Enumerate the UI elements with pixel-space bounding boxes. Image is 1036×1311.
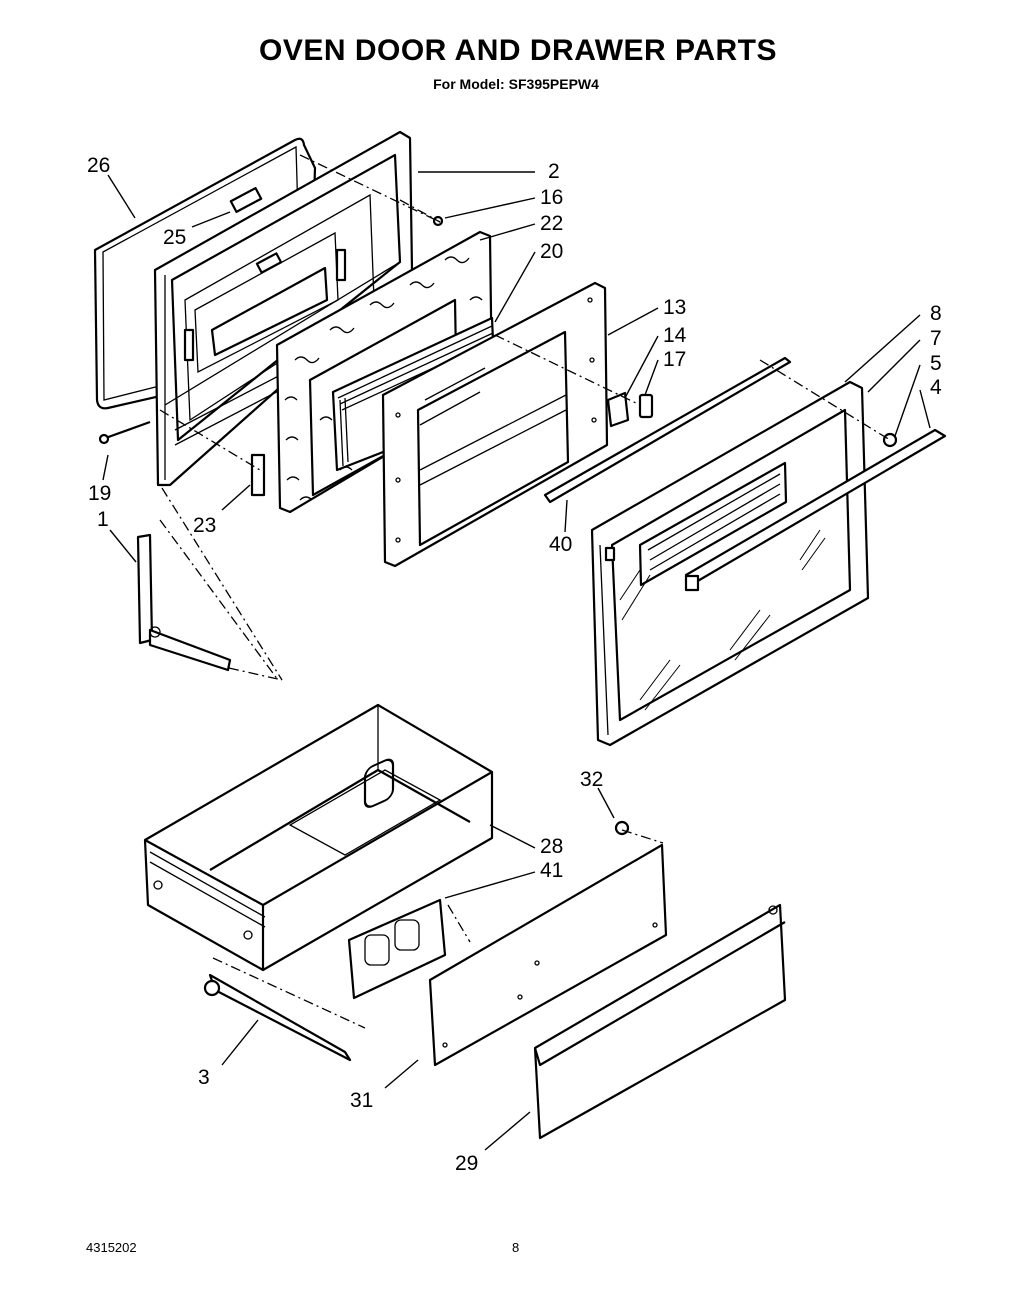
callout-17: 17	[663, 348, 686, 371]
callout-41: 41	[540, 859, 563, 882]
part-8-outer-door	[590, 380, 870, 747]
assembly-lines	[159, 154, 891, 1029]
part-40-trim-strip	[543, 356, 792, 504]
callout-4: 4	[930, 376, 942, 399]
model-number: SF395PEPW4	[508, 76, 599, 92]
part-2-inner-door	[153, 130, 414, 487]
part-1-hinge	[136, 533, 232, 672]
part-41-bracket	[347, 758, 447, 1000]
part-31-drawer-panel	[428, 843, 668, 1067]
callout-19: 19	[88, 482, 111, 505]
callout-2: 2	[548, 160, 560, 183]
part-4-door-handle	[684, 428, 947, 592]
callout-5: 5	[930, 352, 942, 375]
callout-13: 13	[663, 296, 686, 319]
callout-26: 26	[87, 154, 110, 177]
callout-labels: 26 25 2 16 22 20 13 14 17 8 7 5 4 19 23 …	[87, 154, 942, 1175]
part-5-nut	[882, 432, 898, 448]
model-subtitle: For Model:SF395PEPW4	[0, 76, 1036, 92]
part-23-bracket	[250, 453, 266, 497]
part-29-drawer-front	[533, 903, 787, 1140]
callout-14: 14	[663, 324, 687, 347]
part-28-drawer	[143, 703, 494, 972]
callout-25: 25	[163, 226, 186, 249]
part-3-drawer-slide	[203, 973, 352, 1062]
part-25-clip	[229, 187, 283, 274]
page-title: OVEN DOOR AND DRAWER PARTS	[258, 34, 778, 67]
callout-31: 31	[350, 1089, 373, 1112]
callout-23: 23	[193, 514, 216, 537]
callout-7: 7	[930, 327, 942, 350]
model-label: For Model:	[433, 76, 505, 92]
part-14-hinge-block	[606, 391, 630, 428]
leader-lines	[102, 171, 931, 1151]
callout-40: 40	[549, 533, 572, 556]
page-number: 8	[512, 1240, 520, 1255]
callout-28: 28	[540, 835, 563, 858]
callout-32: 32	[580, 768, 603, 791]
document-part-number: 4315202	[86, 1240, 137, 1255]
callout-16: 16	[540, 186, 563, 209]
part-32-glide	[614, 820, 630, 836]
part-17-spacer	[638, 393, 654, 419]
callout-29: 29	[455, 1152, 478, 1175]
callout-1: 1	[97, 508, 109, 531]
part-13-door-frame	[381, 281, 609, 568]
callout-8: 8	[930, 302, 942, 325]
part-19-screw	[98, 420, 151, 445]
callout-22: 22	[540, 212, 563, 235]
callout-3: 3	[198, 1066, 210, 1089]
callout-20: 20	[540, 240, 563, 263]
